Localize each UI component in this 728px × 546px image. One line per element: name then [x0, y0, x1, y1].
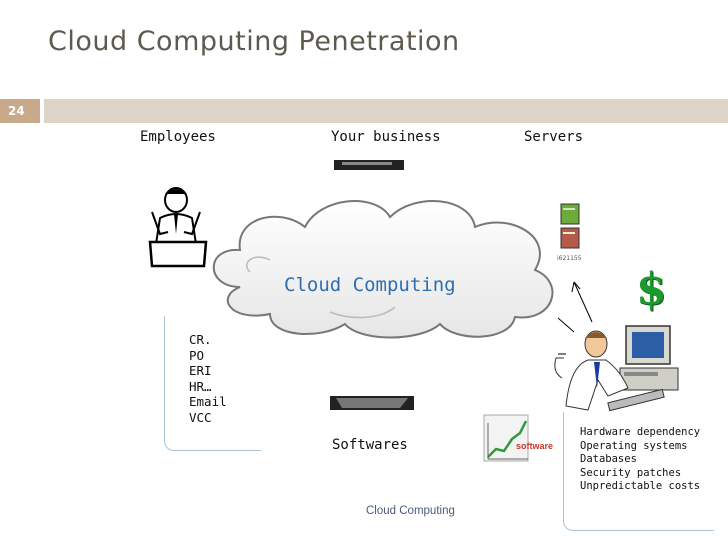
issues-item: Operating systems — [580, 439, 688, 452]
header-accent-bar — [44, 99, 728, 123]
slide-number: 24 — [0, 99, 40, 123]
issues-item: Security patches — [580, 466, 682, 479]
apps-list: CR. PO ERI HR… Email VCC — [189, 332, 227, 425]
apps-item: HR… — [189, 378, 212, 394]
issues-item: Databases — [580, 453, 637, 465]
server-icon — [560, 203, 580, 249]
issues-item: Hardware dependency — [580, 426, 701, 438]
softwares-label: Softwares — [332, 437, 408, 453]
worker-computer-icon — [554, 325, 679, 412]
apps-item: ERI — [189, 363, 212, 378]
business-image — [334, 160, 404, 170]
server-tag: i621155 — [557, 255, 582, 262]
apps-item: VCC — [189, 409, 212, 425]
cloud-label: Cloud Computing — [284, 274, 456, 296]
employees-label: Employees — [140, 129, 216, 145]
issues-list: Hardware dependency Operating systems Da… — [580, 426, 700, 494]
software-tag: software — [516, 441, 554, 451]
dollar-icon: $ — [636, 264, 667, 315]
arrows — [557, 281, 593, 355]
apps-item: Email — [189, 394, 227, 409]
issues-box — [563, 412, 714, 531]
growth-chart-icon — [483, 414, 529, 462]
apps-item: CR. — [189, 332, 212, 347]
servers-label: Servers — [524, 129, 584, 145]
software-box-image — [330, 396, 414, 410]
slide-title: Cloud Computing Penetration — [48, 26, 460, 57]
apps-box — [164, 316, 261, 451]
issues-item: Unpredictable costs — [580, 480, 701, 492]
employee-figure-icon — [148, 187, 208, 268]
slide-footer: Cloud Computing — [366, 505, 455, 517]
cloud-shape — [212, 200, 554, 339]
business-label: Your business — [331, 129, 441, 145]
apps-item: PO — [189, 347, 205, 363]
